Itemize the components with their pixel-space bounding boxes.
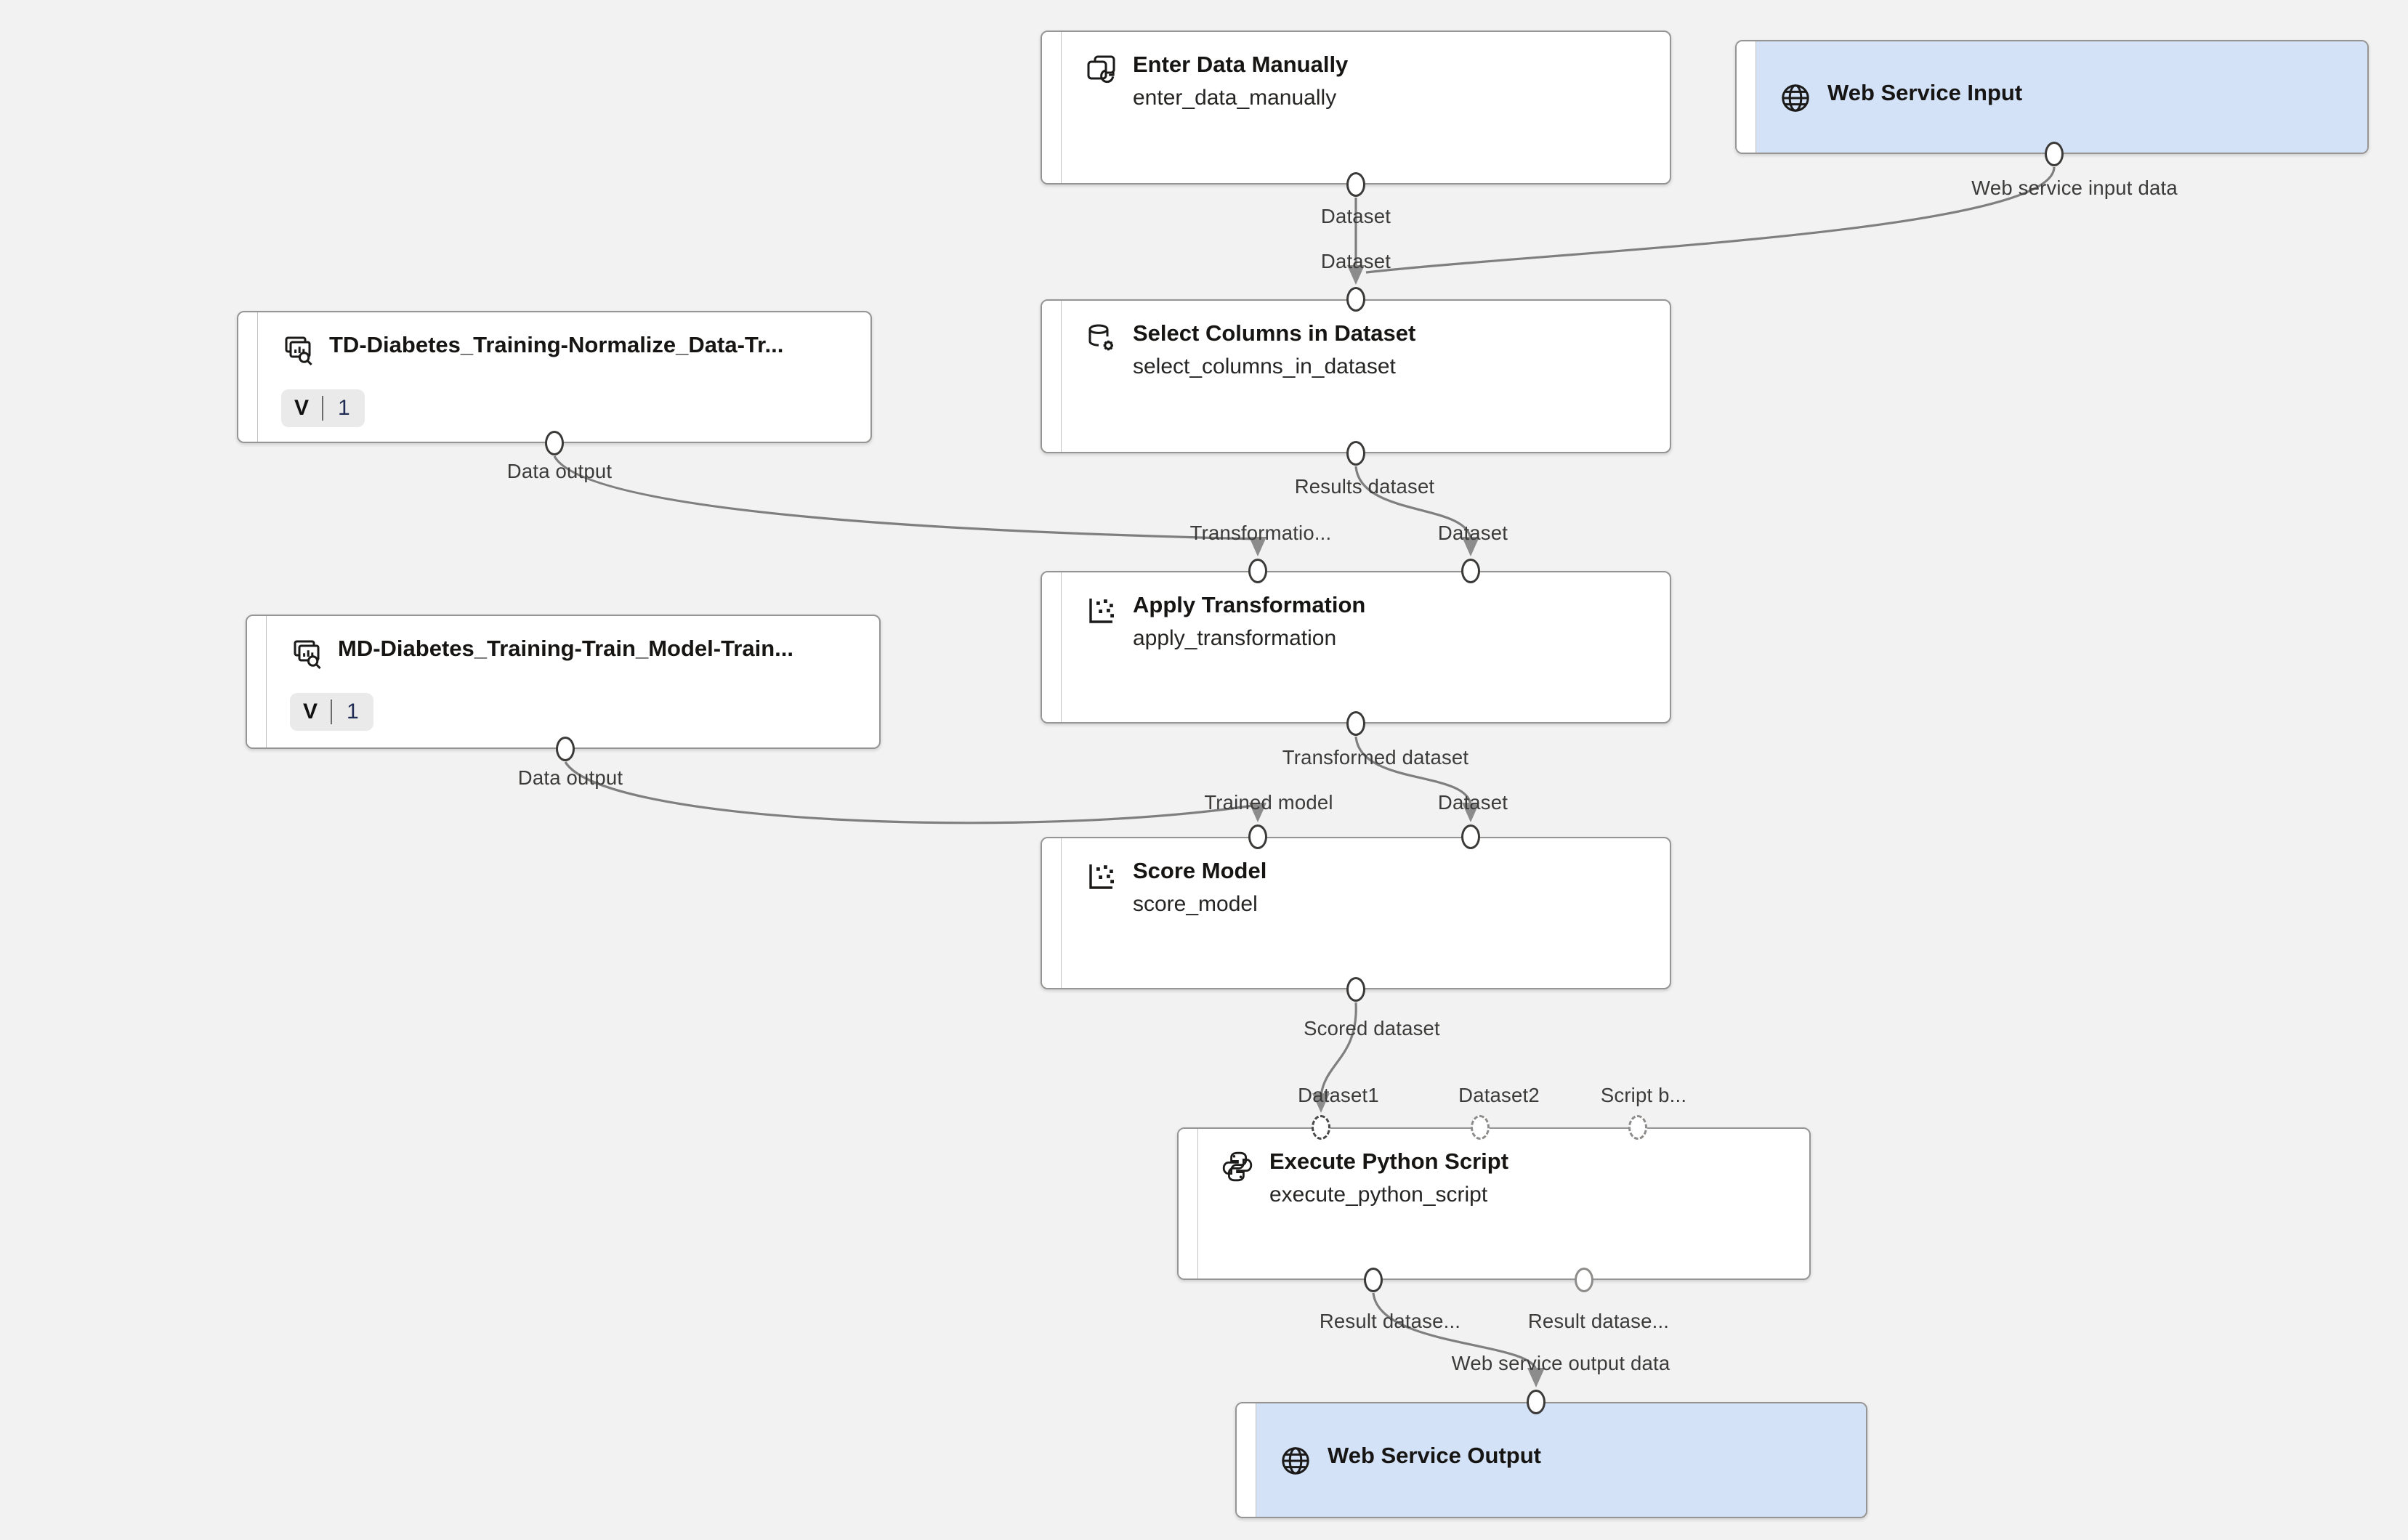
port-web-service-output-data[interactable] xyxy=(1527,1390,1546,1414)
port-label: Transformed dataset xyxy=(1282,746,1469,769)
port-label: Dataset xyxy=(1320,250,1391,272)
port-label: Result datase... xyxy=(1527,1310,1670,1332)
node-title: TD-Diabetes_Training-Normalize_Data-Tr..… xyxy=(329,332,784,357)
edge-scoremodel-to-python-arrowhead xyxy=(1312,1093,1330,1113)
node-subtitle: execute_python_script xyxy=(1269,1182,1488,1207)
port-transformation-input[interactable] xyxy=(1248,559,1267,583)
node-score-model[interactable]: Score Model score_model xyxy=(1041,837,1671,989)
node-subtitle: enter_data_manually xyxy=(1133,85,1337,110)
edge-selectcolumns-to-applytransformation[interactable] xyxy=(1354,466,1472,540)
port-label: Dataset2 xyxy=(1458,1084,1540,1106)
port-dataset2-input[interactable] xyxy=(1471,1115,1490,1140)
node-select-columns-in-dataset[interactable]: Select Columns in Dataset select_columns_… xyxy=(1041,299,1671,453)
node-md-diabetes-train-model[interactable]: MD-Diabetes_Training-Train_Model-Train..… xyxy=(246,615,881,749)
edge-md-to-scoremodel-arrowhead xyxy=(1249,803,1266,822)
node-subtitle: select_columns_in_dataset xyxy=(1133,354,1396,378)
node-td-diabetes-normalize-data[interactable]: TD-Diabetes_Training-Normalize_Data-Tr..… xyxy=(237,311,872,443)
edge-td-to-applytransformation-arrowhead xyxy=(1249,537,1266,556)
node-enter-data-manually[interactable]: Enter Data Manually enter_data_manually xyxy=(1041,31,1671,185)
node-status-stripe xyxy=(1042,32,1062,183)
port-dataset-output[interactable] xyxy=(1346,172,1365,197)
node-title: Apply Transformation xyxy=(1133,592,1366,617)
edge-enterdata-to-selectcolumns-arrowhead xyxy=(1347,265,1365,285)
edge-selectcolumns-to-applytransformation-arrowhead xyxy=(1462,537,1479,556)
port-dataset-input[interactable] xyxy=(1346,287,1365,312)
port-trained-model-input[interactable] xyxy=(1248,824,1267,849)
data-entry-icon xyxy=(1083,52,1118,87)
node-status-stripe xyxy=(247,616,267,747)
port-label: Transformatio... xyxy=(1189,522,1332,544)
port-data-output[interactable] xyxy=(556,737,575,761)
port-label: Data output xyxy=(506,460,613,482)
edge-td-to-applytransformation[interactable] xyxy=(553,455,1258,540)
node-title: Web Service Output xyxy=(1328,1443,1541,1468)
port-label: Dataset xyxy=(1437,791,1508,814)
port-label: Result datase... xyxy=(1319,1310,1461,1332)
dataset-search-icon xyxy=(280,333,315,368)
port-dataset-input[interactable] xyxy=(1461,824,1480,849)
port-label: Trained model xyxy=(1204,791,1333,814)
node-title: MD-Diabetes_Training-Train_Model-Train..… xyxy=(338,636,793,661)
node-subtitle: score_model xyxy=(1133,891,1258,916)
dataset-search-icon xyxy=(288,636,323,671)
port-web-service-input-data[interactable] xyxy=(2045,142,2064,166)
node-status-stripe xyxy=(1042,838,1062,988)
node-title: Enter Data Manually xyxy=(1133,52,1349,77)
port-label: Dataset1 xyxy=(1298,1084,1379,1106)
node-status-stripe xyxy=(1737,41,1756,153)
port-label: Data output xyxy=(517,766,623,789)
port-label: Dataset xyxy=(1320,205,1391,227)
port-label: Scored dataset xyxy=(1304,1017,1440,1040)
version-badge-value: 1 xyxy=(322,396,365,421)
port-label: Script b... xyxy=(1600,1084,1687,1106)
node-title: Web Service Input xyxy=(1827,79,2023,105)
edge-md-to-scoremodel[interactable] xyxy=(564,761,1258,824)
node-status-stripe xyxy=(238,312,258,442)
node-title: Score Model xyxy=(1133,858,1267,883)
port-result-dataset1-output[interactable] xyxy=(1364,1268,1383,1292)
edge-python-to-webserviceoutput[interactable] xyxy=(1372,1292,1538,1371)
node-web-service-input[interactable]: Web Service Input xyxy=(1735,40,2369,154)
node-status-stripe xyxy=(1237,1403,1256,1517)
node-subtitle: apply_transformation xyxy=(1133,625,1337,650)
database-gear-icon xyxy=(1083,321,1118,356)
edge-python-to-webserviceoutput-arrowhead xyxy=(1527,1368,1545,1387)
port-result-dataset2-output[interactable] xyxy=(1575,1268,1593,1292)
port-label: Dataset xyxy=(1437,522,1508,544)
port-label: Web service input data xyxy=(1971,177,2178,199)
node-title: Select Columns in Dataset xyxy=(1133,320,1416,346)
scatter-icon xyxy=(1083,593,1118,628)
edge-applytransformation-to-scoremodel-arrowhead xyxy=(1462,803,1479,822)
port-transformed-dataset-output[interactable] xyxy=(1346,711,1365,736)
edge-applytransformation-to-scoremodel[interactable] xyxy=(1354,736,1472,806)
node-status-stripe xyxy=(1042,572,1062,722)
node-title: Execute Python Script xyxy=(1269,1148,1509,1174)
port-script-bundle-input[interactable] xyxy=(1628,1115,1647,1140)
port-dataset1-input[interactable] xyxy=(1312,1115,1330,1140)
port-results-dataset-output[interactable] xyxy=(1346,441,1365,466)
node-web-service-output[interactable]: Web Service Output xyxy=(1235,1402,1867,1518)
version-badge-label: V xyxy=(294,396,310,420)
edge-scoremodel-to-python[interactable] xyxy=(1320,1002,1357,1096)
node-status-stripe xyxy=(1179,1129,1198,1278)
port-dataset-input[interactable] xyxy=(1461,559,1480,583)
edge-webserviceinput-to-selectcolumns[interactable] xyxy=(1365,166,2056,274)
node-status-stripe xyxy=(1042,301,1062,452)
port-label: Results dataset xyxy=(1294,475,1435,498)
version-badge-label: V xyxy=(303,700,318,724)
scatter-icon xyxy=(1083,859,1118,893)
node-apply-transformation[interactable]: Apply Transformation apply_transformation xyxy=(1041,571,1671,724)
port-label: Web service output data xyxy=(1451,1352,1670,1374)
node-execute-python-script[interactable]: Execute Python Script execute_python_scri… xyxy=(1177,1127,1811,1280)
port-data-output[interactable] xyxy=(545,431,564,455)
port-scored-dataset-output[interactable] xyxy=(1346,977,1365,1002)
globe-icon xyxy=(1278,1443,1313,1478)
globe-icon xyxy=(1778,81,1813,115)
python-icon xyxy=(1220,1149,1255,1184)
version-badge-value: 1 xyxy=(331,700,373,724)
